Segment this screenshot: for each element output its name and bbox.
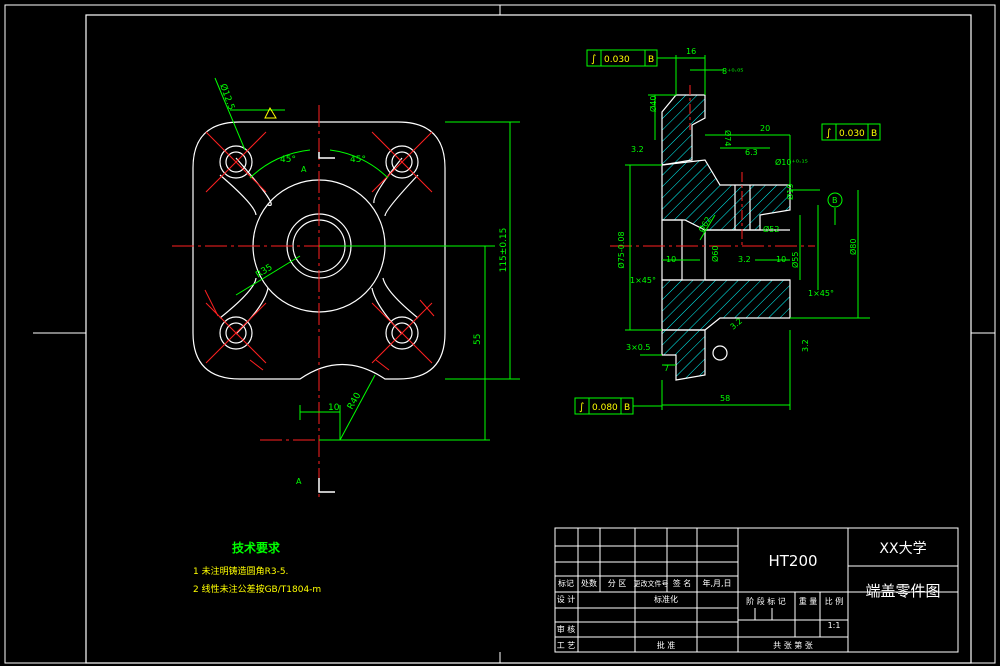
side-section-body bbox=[661, 94, 791, 381]
dim-d75: Ø75-0.08 bbox=[616, 231, 626, 268]
h-zone: 分 区 bbox=[608, 579, 627, 588]
dim-d10: Ø10⁺⁰·¹⁵ bbox=[775, 157, 808, 167]
dim-45-left: 45° bbox=[280, 155, 296, 165]
front-dimensions bbox=[214, 77, 520, 441]
dim-d74: Ø74 bbox=[723, 130, 733, 146]
h-docno: 更改文件号 bbox=[634, 579, 669, 588]
datum-b: B bbox=[832, 196, 838, 205]
dim-58: 58 bbox=[720, 394, 730, 403]
side-center-lines bbox=[610, 85, 815, 247]
dim-115: 115±0.15 bbox=[499, 228, 509, 273]
h-mark: 标记 bbox=[558, 578, 574, 588]
tol-box-bottom bbox=[574, 397, 662, 415]
tech-requirements: 技术要求 1 未注明铸造圆角R3-5. 2 线性未注公差按GB/T1804-m bbox=[193, 540, 321, 595]
chamfer-left: 1×45° bbox=[630, 276, 656, 285]
dim-8: 8⁺⁰·⁰⁵ bbox=[722, 67, 743, 76]
tol-top-datum: B bbox=[648, 55, 654, 65]
sheet-frame bbox=[4, 4, 996, 664]
tol-top-value: 0.030 bbox=[604, 55, 630, 65]
side-view: ∫ 0.030 B ∫ 0.030 B ∫ 0.080 B 16 8⁺⁰·⁰⁵ … bbox=[574, 47, 881, 415]
h-std: 标准化 bbox=[654, 594, 678, 604]
h-approve: 批 准 bbox=[657, 640, 676, 650]
dim-63: 6.3 bbox=[745, 148, 758, 157]
dim-32d: 3.2 bbox=[801, 339, 810, 352]
dim-55: 55 bbox=[473, 334, 483, 345]
h-design: 设 计 bbox=[557, 594, 576, 604]
section-markers bbox=[318, 152, 335, 493]
dim-32a: 3.2 bbox=[631, 145, 644, 154]
dim-10: 10 bbox=[328, 403, 340, 413]
section-a-bottom: A bbox=[296, 477, 302, 486]
title-block-text: HT200 XX大学 端盖零件图 1:1 标记 处数 分 区 更改文件号 签 名… bbox=[557, 541, 941, 650]
tol-bottom-datum: B bbox=[624, 403, 630, 413]
dim-d55: Ø55 bbox=[790, 252, 800, 268]
dim-32b: 3.2 bbox=[738, 255, 751, 264]
scale-value: 1:1 bbox=[828, 621, 841, 630]
h-process: 工 艺 bbox=[557, 641, 576, 650]
tech-req-title: 技术要求 bbox=[232, 540, 281, 555]
tech-req-item-1: 1 未注明铸造圆角R3-5. bbox=[193, 565, 288, 577]
section-a-top: A bbox=[301, 165, 307, 174]
tol-right-datum: B bbox=[871, 129, 877, 139]
h-weight: 重 量 bbox=[799, 596, 818, 606]
tol-right-symbol: ∫ bbox=[826, 128, 831, 139]
h-ratio: 比 例 bbox=[825, 596, 844, 606]
h-date: 年,月,日 bbox=[702, 578, 731, 588]
dim-10b: 10 bbox=[776, 255, 786, 264]
dim-d19: Ø19 bbox=[785, 184, 795, 200]
tol-bottom-symbol: ∫ bbox=[579, 402, 584, 413]
title-block bbox=[554, 527, 959, 653]
h-sign: 签 名 bbox=[673, 578, 692, 588]
dim-d60: Ø60 bbox=[710, 246, 720, 262]
dim-d52: Ø52 bbox=[763, 224, 779, 234]
tol-box-top bbox=[586, 49, 676, 67]
h-review: 审 核 bbox=[557, 624, 576, 634]
dim-10a: 10 bbox=[666, 255, 676, 264]
material: HT200 bbox=[768, 552, 817, 570]
h-count: 处数 bbox=[581, 578, 597, 588]
tech-req-item-2: 2 线性未注公差按GB/T1804-m bbox=[193, 583, 321, 595]
dim-3x05: 3×0.5 bbox=[626, 343, 651, 352]
tol-top-symbol: ∫ bbox=[591, 54, 596, 65]
h-total: 共 张 第 张 bbox=[773, 640, 813, 650]
dim-d40: Ø40 bbox=[648, 96, 658, 112]
school-name: XX大学 bbox=[879, 541, 926, 557]
front-center-lines bbox=[172, 105, 468, 500]
chamfer-right: 1×45° bbox=[808, 289, 834, 298]
tol-box-right bbox=[821, 123, 881, 141]
dim-45-right: 45° bbox=[350, 155, 366, 165]
h-stage: 阶 段 标 记 bbox=[746, 596, 786, 606]
dim-7: 7 bbox=[664, 364, 669, 373]
tol-right-value: 0.030 bbox=[839, 129, 865, 139]
drawing-name: 端盖零件图 bbox=[865, 582, 940, 600]
dim-d80: Ø80 bbox=[848, 239, 858, 255]
front-view: 115±0.15 45° 45° 55 10 R40 Ø12.5 R35 A A bbox=[172, 77, 520, 500]
side-dimensions bbox=[625, 55, 870, 410]
dim-16: 16 bbox=[686, 47, 696, 56]
tol-bottom-value: 0.080 bbox=[592, 403, 618, 413]
dim-d12: Ø12.5 bbox=[217, 82, 237, 111]
dim-20: 20 bbox=[760, 124, 770, 133]
dim-32c: 3.2 bbox=[729, 316, 745, 331]
